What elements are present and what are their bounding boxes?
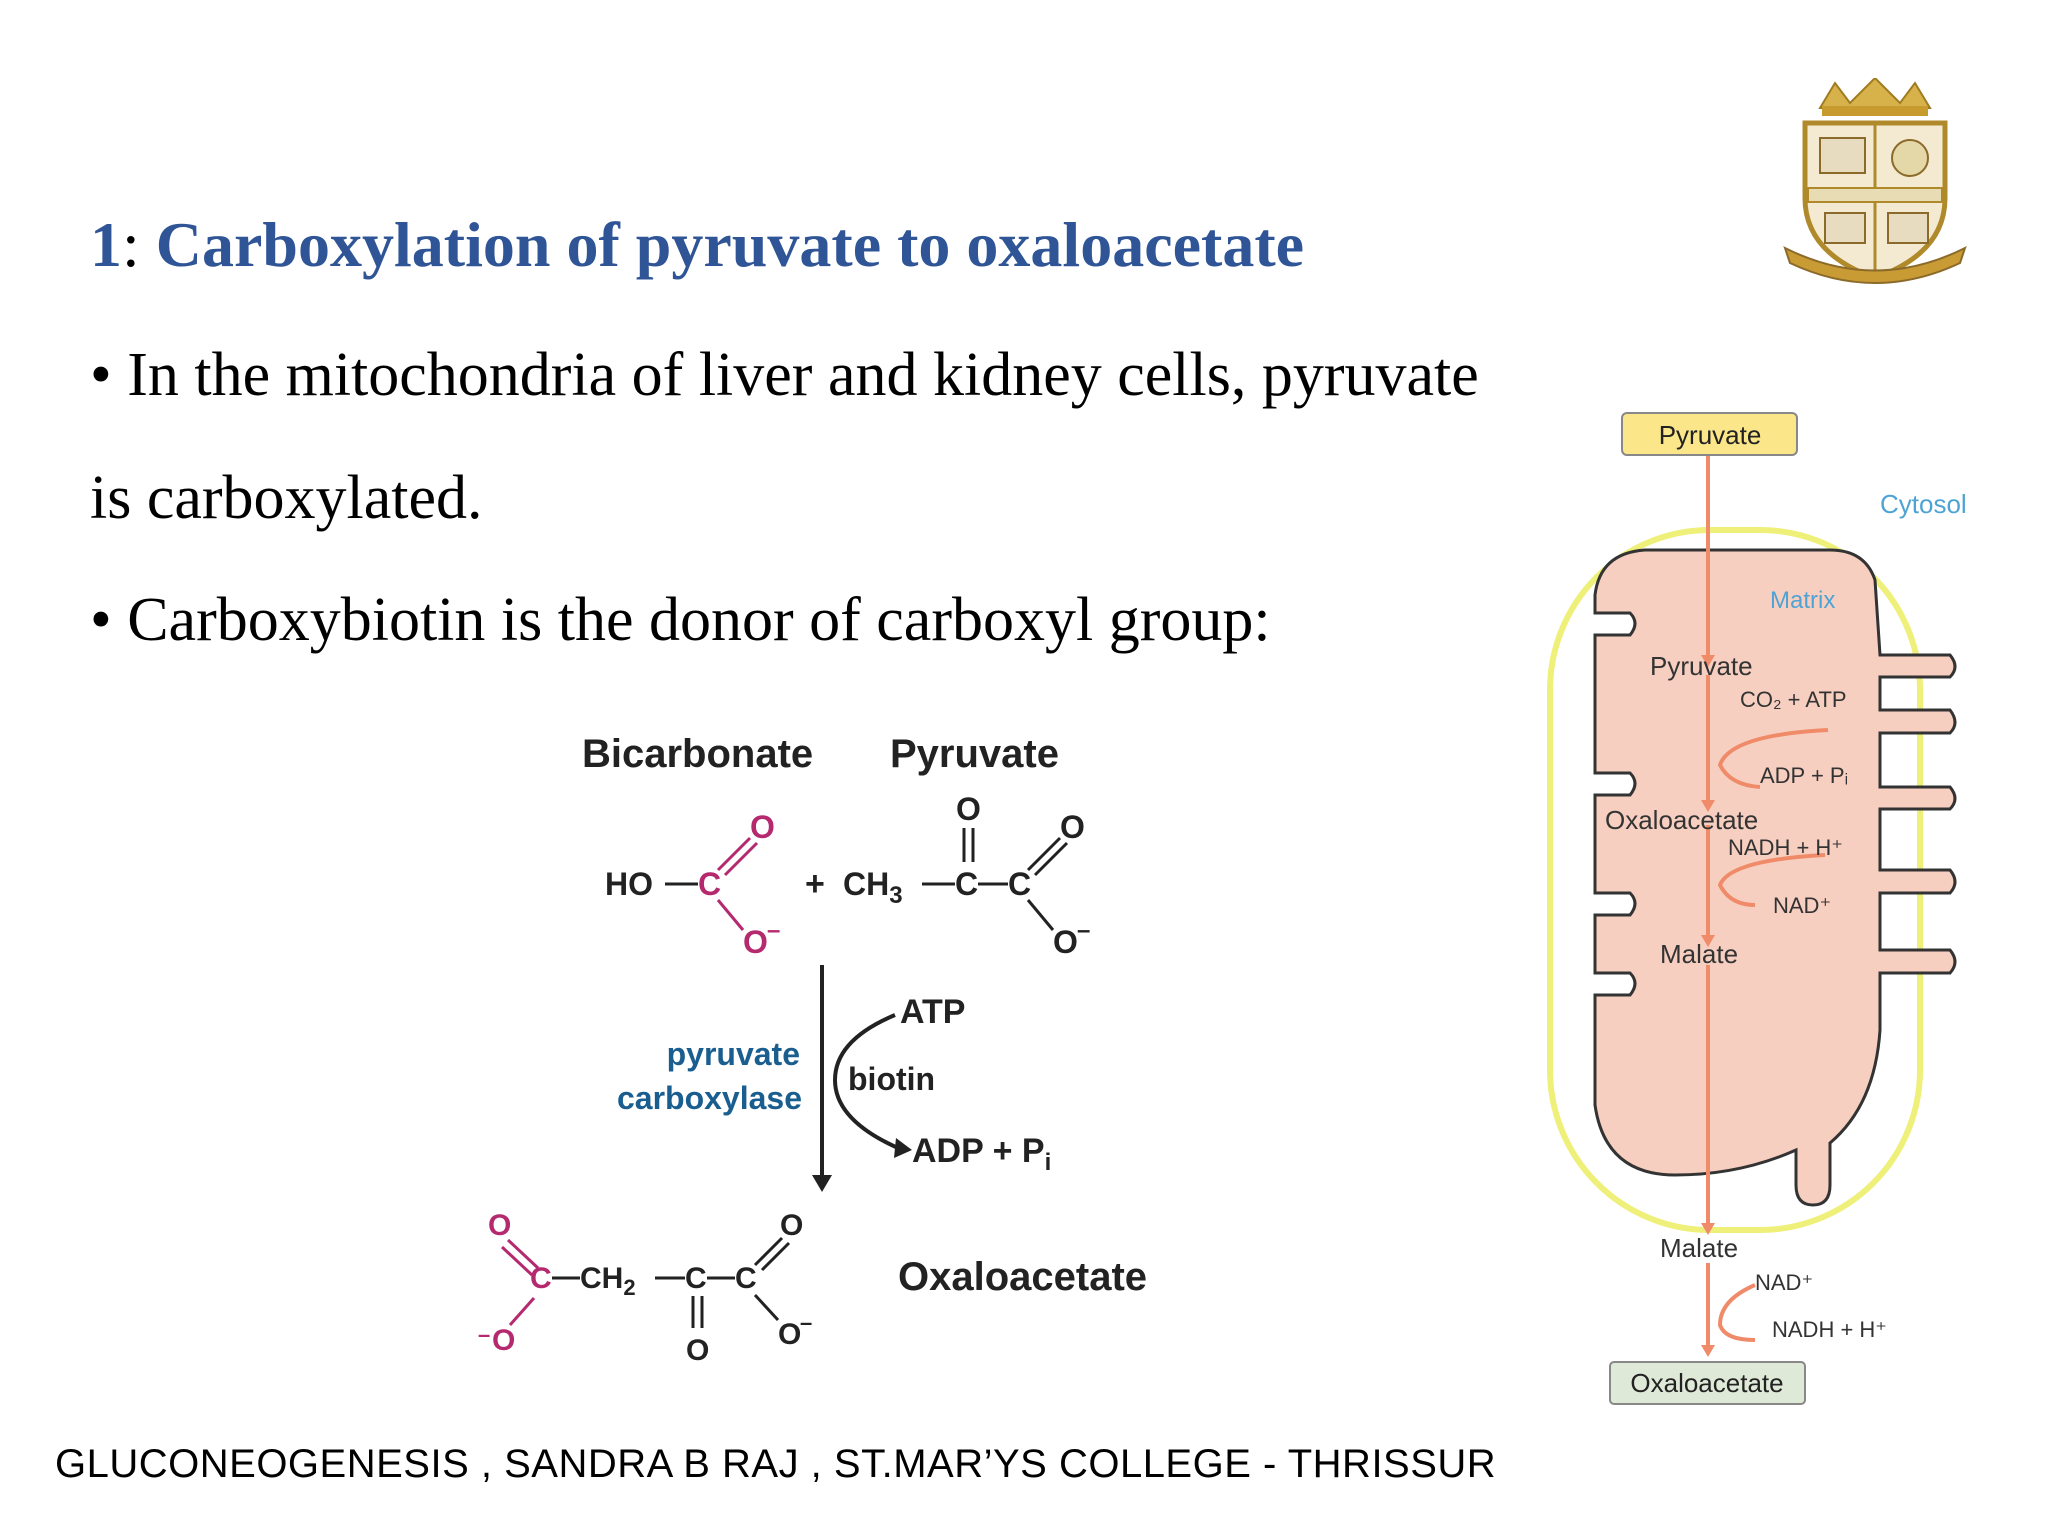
oaa-new-carboxyl-carbon: C (530, 1262, 552, 1295)
malate-cytosol-label: Malate (1660, 1233, 1738, 1263)
oaa-carboxyl-oxygen: O (780, 1209, 803, 1242)
cofactor-curve-3 (1717, 1283, 1756, 1342)
arrowhead (1701, 1345, 1715, 1357)
nad-matrix-label: NAD⁺ (1773, 893, 1831, 918)
charge: – (800, 1310, 812, 1335)
title-text: Carboxylation of pyruvate to oxaloacetat… (155, 209, 1305, 280)
oaa-keto-oxygen: O (686, 1334, 709, 1367)
arrowhead (1701, 935, 1715, 947)
oaa-carboxylate-oxygen: O (778, 1318, 801, 1351)
plus-sign: + (805, 865, 825, 903)
bicarbonate-oxygen: O (750, 809, 775, 845)
matrix-label: Matrix (1770, 587, 1835, 614)
enzyme-name-line-1: pyruvate (667, 1036, 800, 1072)
methyl-group: CH3 (843, 866, 903, 909)
reaction-arrowhead (812, 1175, 832, 1192)
pyruvate-top-label: Pyruvate (1659, 420, 1762, 450)
bullet-1-line-1: • In the mitochondria of liver and kidne… (90, 341, 1479, 409)
arrowhead (1701, 655, 1715, 667)
methylene-group: CH2 (580, 1262, 636, 1300)
oaa-new-carboxyl-oxygen: O (488, 1209, 511, 1242)
ho-group: HO (605, 866, 653, 902)
oxaloacetate-cytosol-label: Oxaloacetate (1630, 1368, 1783, 1398)
carboxylate-oxygen: O (1053, 924, 1078, 960)
adp-pi-label: ADP + Pi (912, 1132, 1051, 1176)
pyruvate-matrix-label: Pyruvate (1650, 651, 1753, 681)
pyruvate-carbon-2: C (955, 866, 978, 902)
double-bond (753, 1236, 784, 1267)
cofactor-curve-2 (1717, 853, 1826, 907)
double-bond (716, 836, 752, 872)
cofactor-curve (832, 1013, 899, 1150)
nadh-h-cytosol-label: NADH + H⁺ (1772, 1317, 1887, 1342)
college-logo (1783, 78, 1967, 284)
keto-oxygen: O (956, 791, 981, 827)
pyruvate-box (1621, 412, 1798, 456)
nad-cytosol-label: NAD⁺ (1755, 1270, 1813, 1295)
slide-footer: GLUCONEOGENESIS , SANDRA B RAJ , ST.MAR’… (55, 1442, 1497, 1486)
double-bond (723, 841, 759, 877)
atp-label: ATP (900, 993, 965, 1031)
mitochondrion-diagram: Pyruvate Cytosol Matrix Pyruvate CO₂ + A… (1547, 412, 1967, 1405)
oaa-carboxyl-carbon: C (735, 1262, 757, 1295)
double-bond (500, 1245, 534, 1277)
inner-membrane-matrix (1593, 548, 1957, 1207)
double-bond (760, 1241, 791, 1272)
arrowhead (1701, 800, 1715, 812)
double-bond (1033, 841, 1069, 877)
pyruvate-carbon-1: C (1008, 866, 1031, 902)
pyruvate-label: Pyruvate (890, 732, 1059, 776)
charge: – (1077, 917, 1090, 944)
charge: – (767, 917, 780, 944)
oaa-new-carboxylate-oxygen: O (492, 1324, 515, 1357)
cofactor-arrowhead (894, 1138, 912, 1158)
bicarbonate-carbon: C (698, 866, 721, 902)
cytosol-label: Cytosol (1880, 489, 1967, 519)
carboxylation-reaction-diagram: Bicarbonate Pyruvate HO C O O – + CH3 C … (478, 732, 1147, 1367)
oxaloacetate-matrix-label: Oxaloacetate (1605, 805, 1758, 835)
carboxyl-oxygen: O (1060, 809, 1085, 845)
charge: – (478, 1322, 490, 1347)
slide-title: 1: Carboxylation of pyruvate to oxaloace… (90, 208, 1304, 282)
bond (753, 1293, 780, 1322)
bullet-2: • Carboxybiotin is the donor of carboxyl… (90, 586, 1271, 654)
double-bond (1026, 836, 1062, 872)
malate-matrix-label: Malate (1660, 939, 1738, 969)
co2-atp-label: CO₂ + ATP (1740, 687, 1847, 712)
bond (1026, 899, 1055, 931)
adp-pi-label: ADP + Pᵢ (1760, 763, 1848, 788)
title-number: 1 (90, 209, 122, 280)
bullet-1-line-2: is carboxylated. (90, 464, 483, 532)
nadh-h-matrix-label: NADH + H⁺ (1728, 835, 1843, 860)
bond (508, 1297, 536, 1326)
bond (716, 899, 745, 931)
oxaloacetate-label: Oxaloacetate (898, 1255, 1147, 1299)
biotin-label: biotin (848, 1061, 935, 1097)
bicarbonate-oxygen-minus: O (743, 924, 768, 960)
double-bond (506, 1238, 540, 1270)
enzyme-name-line-2: carboxylase (617, 1080, 802, 1116)
cofactor-curve-1 (1717, 728, 1829, 789)
bicarbonate-label: Bicarbonate (582, 732, 813, 776)
oaa-keto-carbon: C (685, 1262, 707, 1295)
arrowhead (1701, 1223, 1715, 1235)
oxaloacetate-box (1609, 1361, 1806, 1405)
title-colon: : (122, 209, 156, 280)
